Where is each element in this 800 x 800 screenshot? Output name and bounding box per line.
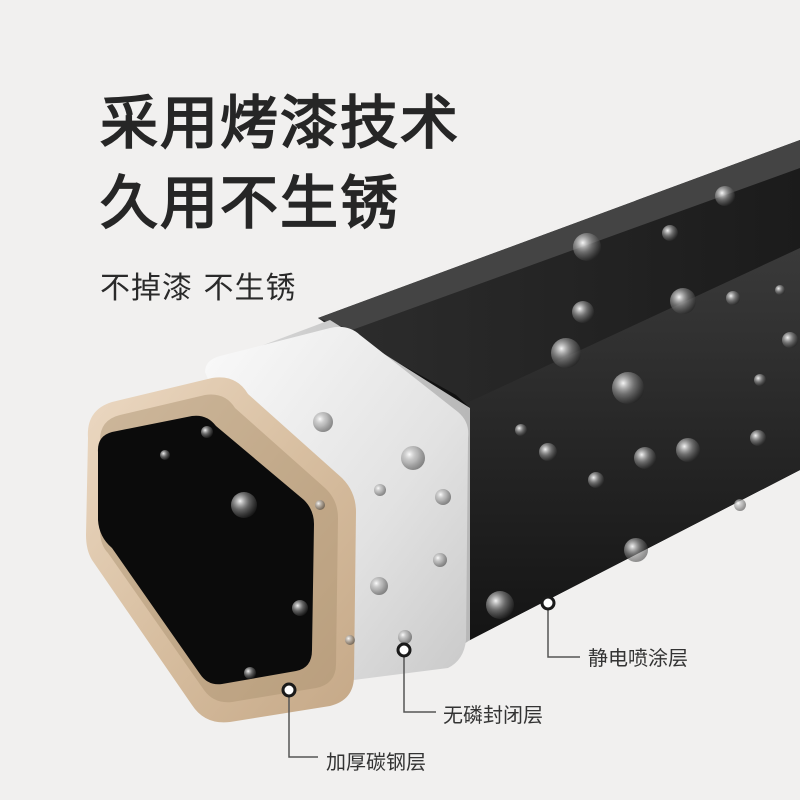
callout-leaders	[288, 603, 580, 758]
callout-phosphate-free-sealing: 无磷封闭层	[443, 703, 543, 727]
callout-thickened-carbon-steel: 加厚碳钢层	[326, 750, 426, 774]
headline-line-1: 采用烤漆技术	[100, 89, 461, 157]
headline-line-2: 久用不生锈	[100, 169, 401, 237]
subheadline: 不掉漆 不生锈	[100, 271, 297, 306]
callout-electrostatic-coating: 静电喷涂层	[588, 646, 688, 670]
black-coating-layer	[318, 140, 800, 645]
carbon-steel-end	[86, 377, 356, 723]
water-droplets	[160, 186, 798, 679]
callout-dots	[281, 595, 556, 698]
